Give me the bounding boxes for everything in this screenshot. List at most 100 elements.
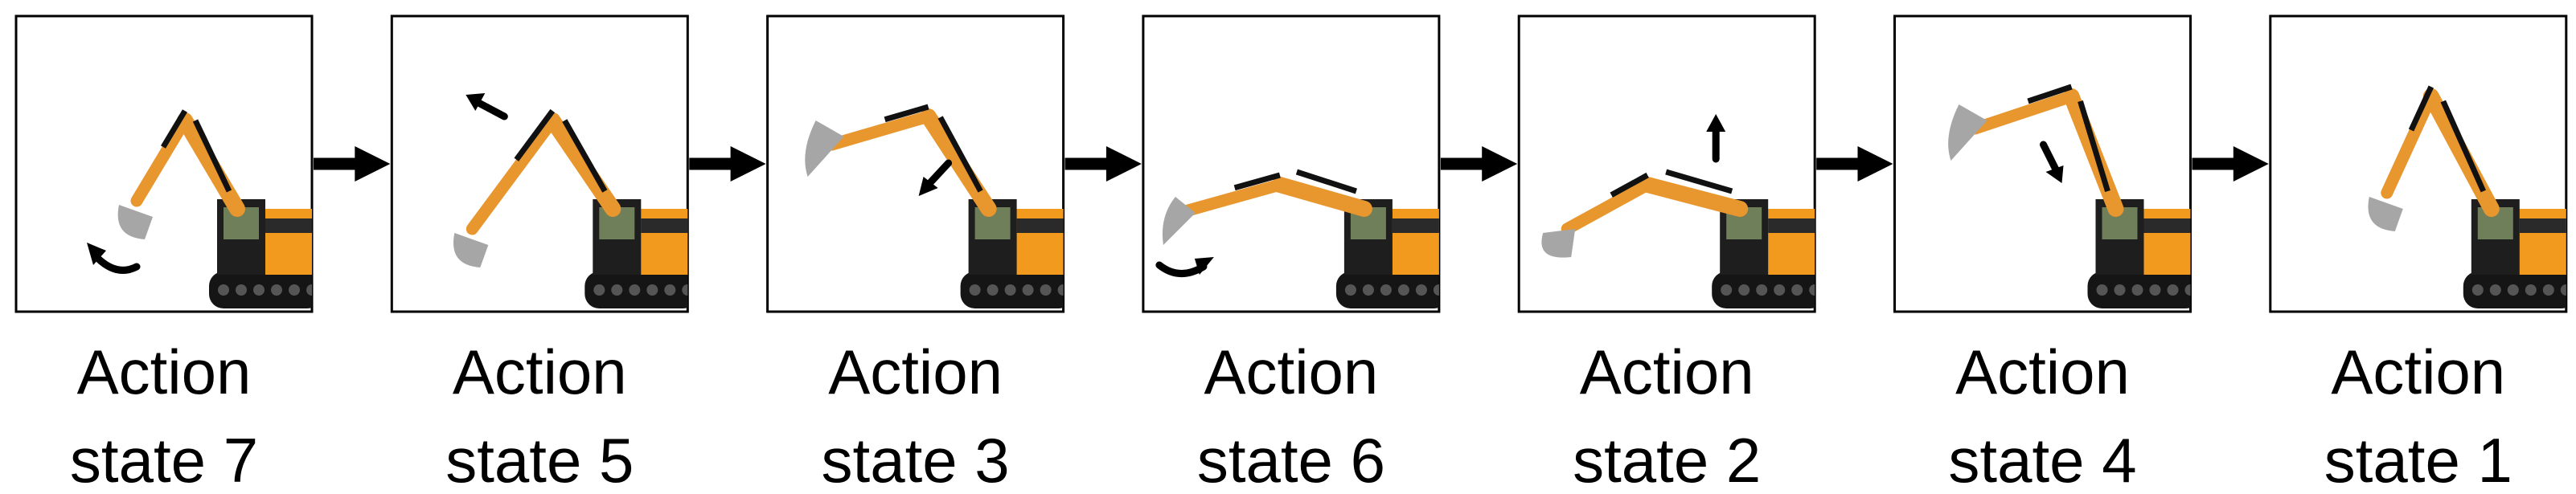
engine-hood xyxy=(265,218,312,233)
panel-scene xyxy=(2368,85,2566,308)
track-wheel xyxy=(1756,284,1768,296)
track-wheel xyxy=(593,284,605,296)
excavator-boom xyxy=(1639,177,1749,217)
panel-caption-line2: state 5 xyxy=(445,425,634,494)
track-wheel xyxy=(987,284,999,296)
track-wheel xyxy=(1738,284,1750,296)
boom-cylinder xyxy=(192,119,232,193)
track-wheel xyxy=(682,284,688,296)
action-panel: Action state 4 xyxy=(1893,14,2192,494)
track-wheel xyxy=(1721,284,1733,296)
excavator-stick xyxy=(1561,178,1654,235)
panel-scene xyxy=(87,109,312,308)
panel-caption-line1: Action xyxy=(1204,337,1379,407)
track-wheel xyxy=(306,284,312,296)
motion-arrow-head xyxy=(2045,165,2064,183)
track-wheel xyxy=(218,284,229,296)
excavator-bucket xyxy=(1948,104,1987,161)
motion-arrow-head xyxy=(918,177,938,196)
engine-hood xyxy=(2519,218,2566,233)
track-wheel xyxy=(2471,284,2484,296)
right-arrow-icon xyxy=(1440,146,1518,182)
track-wheel xyxy=(646,284,658,296)
boom-cylinder xyxy=(2440,100,2486,193)
stick-cylinder xyxy=(1233,172,1281,191)
panel-scene xyxy=(1155,169,1439,308)
track-wheel xyxy=(1040,284,1052,296)
track-wheel xyxy=(1362,284,1374,296)
panel-scene xyxy=(1541,114,1815,308)
track-wheel xyxy=(2184,284,2191,296)
track-wheel xyxy=(289,284,300,296)
track-wheel xyxy=(253,284,265,296)
track-wheel xyxy=(1774,284,1786,296)
engine-hood xyxy=(1392,218,1439,233)
excavator-boom xyxy=(177,112,245,217)
excavator-boom xyxy=(1271,177,1372,217)
right-arrow-icon xyxy=(1816,146,1893,182)
track-wheel xyxy=(2489,284,2501,296)
track-wheel xyxy=(1415,284,1427,296)
track-wheel xyxy=(2114,284,2126,296)
excavator-icon xyxy=(1948,84,2191,308)
excavator-icon xyxy=(1162,169,1439,308)
track-wheel xyxy=(1004,284,1016,296)
excavator-boom xyxy=(544,112,621,217)
connectors-layer xyxy=(314,146,2269,182)
track-wheel xyxy=(611,284,623,296)
track-wheel xyxy=(1433,284,1439,296)
right-arrow-icon xyxy=(2192,146,2269,182)
track-wheel xyxy=(1057,284,1064,296)
excavator-stick xyxy=(1173,178,1286,219)
excavator-stick xyxy=(130,114,191,207)
track-wheel xyxy=(236,284,247,296)
track-wheel xyxy=(2560,284,2566,296)
excavator-boom xyxy=(920,108,997,217)
motion-arrow-head xyxy=(87,243,106,265)
engine-hood xyxy=(1016,218,1064,233)
track-wheel xyxy=(1397,284,1409,296)
panel-scene xyxy=(805,104,1064,308)
track-wheel xyxy=(2507,284,2519,296)
excavator-stick xyxy=(826,110,935,151)
excavator-bucket xyxy=(1162,197,1196,245)
track-wheel xyxy=(2131,284,2143,296)
excavator-icon xyxy=(117,109,312,308)
track-wheel xyxy=(969,284,981,296)
track-wheel xyxy=(2096,284,2108,296)
excavator-bucket xyxy=(2368,197,2403,231)
track-wheel xyxy=(1344,284,1356,296)
track-wheel xyxy=(1791,284,1803,296)
excavator-icon xyxy=(2368,85,2566,308)
right-arrow-icon xyxy=(1064,146,1142,182)
excavator-bucket xyxy=(805,120,844,177)
excavator-bucket xyxy=(1541,229,1576,258)
engine-hood xyxy=(641,218,688,233)
track-wheel xyxy=(1380,284,1392,296)
panel-caption-line1: Action xyxy=(1955,337,2130,407)
connector-head xyxy=(1482,146,1518,182)
boom-cylinder xyxy=(562,119,608,193)
stick-cylinder xyxy=(2027,84,2073,104)
connector-head xyxy=(2233,146,2269,182)
track-wheel xyxy=(1022,284,1034,296)
panel-caption-line1: Action xyxy=(828,337,1003,407)
track-wheel xyxy=(2149,284,2161,296)
panel-caption-line2: state 1 xyxy=(2324,425,2512,494)
motion-arrow-icon xyxy=(925,159,953,189)
motion-arrow-head xyxy=(466,93,486,111)
panel-caption-line1: Action xyxy=(1580,337,1754,407)
connector-head xyxy=(1857,146,1893,182)
engine-hood xyxy=(1768,218,1815,233)
motion-arrow-icon xyxy=(2040,141,2059,173)
excavator-stick xyxy=(2381,90,2438,199)
boom-cylinder xyxy=(1295,169,1357,194)
panel-caption-line2: state 4 xyxy=(1948,425,2136,494)
